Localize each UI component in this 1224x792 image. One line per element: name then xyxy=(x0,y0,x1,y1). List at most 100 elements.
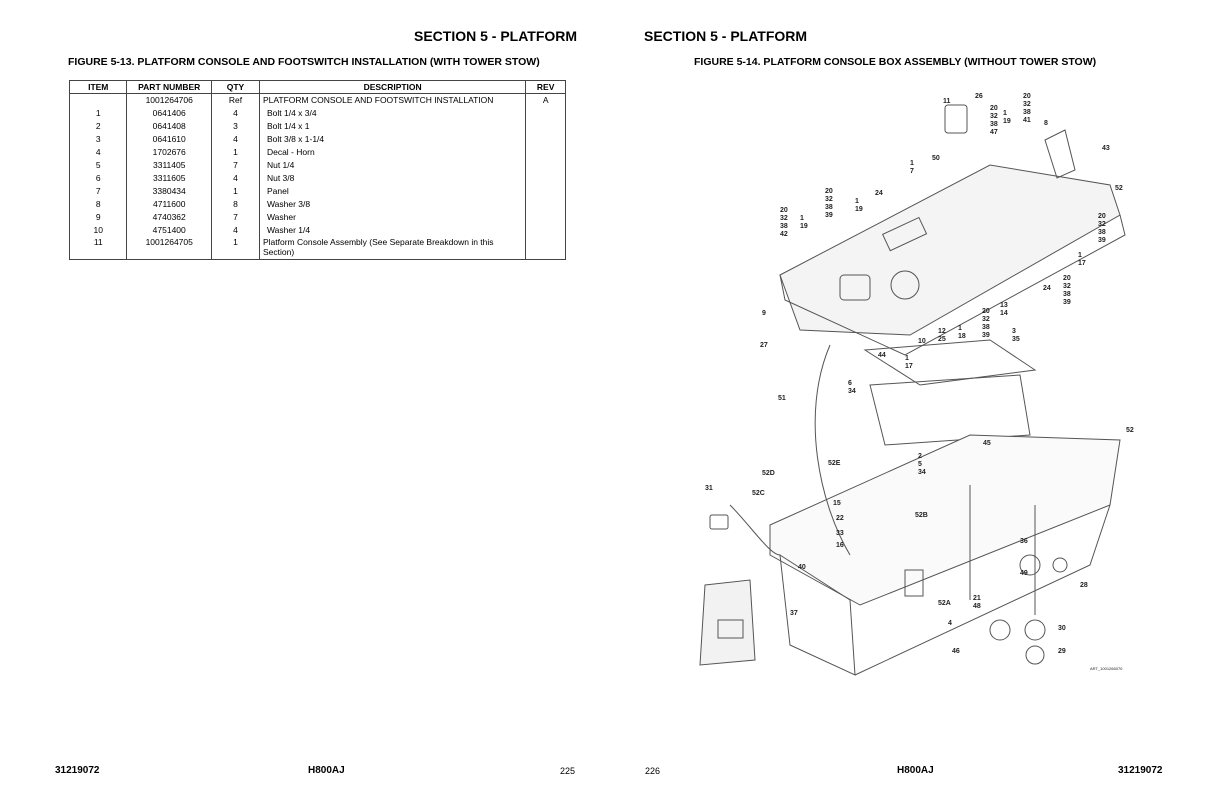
table-cell: Nut 1/4 xyxy=(258,159,527,172)
table-cell: Bolt 3/8 x 1-1/4 xyxy=(258,133,527,146)
table-cell xyxy=(525,198,566,211)
callout-label: 44 xyxy=(878,352,886,359)
callout-label: 9 xyxy=(762,310,766,317)
callout-label: 46 xyxy=(952,648,960,655)
table-cell xyxy=(525,185,566,198)
column-header: REV xyxy=(525,80,566,94)
callout-label: 27 xyxy=(760,342,768,349)
table-cell: 1 xyxy=(68,107,128,120)
table-cell: 3 xyxy=(68,133,128,146)
table-cell: 1 xyxy=(210,185,260,198)
callout-label: 16 xyxy=(836,542,844,549)
section-title-right: SECTION 5 - PLATFORM xyxy=(644,28,808,44)
column-header: PART NUMBER xyxy=(126,80,212,94)
callout-label: 37 xyxy=(790,610,798,617)
table-cell: 7 xyxy=(210,159,260,172)
footer-doc-number-right: 31219072 xyxy=(1118,765,1163,776)
table-cell: 4740362 xyxy=(126,211,212,224)
table-cell: 10 xyxy=(68,224,128,237)
table-cell: 4 xyxy=(210,172,260,185)
callout-label: 11 xyxy=(943,98,951,105)
table-cell: 1 xyxy=(210,237,260,260)
table-cell xyxy=(525,107,566,120)
table-cell: 0641408 xyxy=(126,120,212,133)
table-cell: Ref xyxy=(210,93,260,107)
table-cell: 7 xyxy=(210,211,260,224)
table-cell: 0641406 xyxy=(126,107,212,120)
callout-label: 31 xyxy=(705,485,713,492)
footer-model-right: H800AJ xyxy=(897,765,934,776)
table-cell xyxy=(525,159,566,172)
column-header: DESCRIPTION xyxy=(258,80,527,94)
callout-label: 28 xyxy=(1080,582,1088,589)
footer-doc-number-left: 31219072 xyxy=(55,765,100,776)
callout-label: 15 xyxy=(833,500,841,507)
callout-label: 4 xyxy=(948,620,952,627)
callout-label: 29 xyxy=(1058,648,1066,655)
callout-label: 33 xyxy=(836,530,844,537)
table-cell: 1 xyxy=(210,146,260,159)
callout-label: 52 xyxy=(1115,185,1123,192)
footer-model-left: H800AJ xyxy=(308,765,345,776)
table-cell xyxy=(525,133,566,146)
callout-label: 36 xyxy=(1020,538,1028,545)
table-cell: Washer 3/8 xyxy=(258,198,527,211)
table-cell xyxy=(525,172,566,185)
art-id: ART_1001266070 xyxy=(1090,666,1123,671)
callout-label: 24 xyxy=(875,190,883,197)
figure-title-right: FIGURE 5-14. PLATFORM CONSOLE BOX ASSEMB… xyxy=(694,56,1097,68)
section-title-left: SECTION 5 - PLATFORM xyxy=(414,28,578,44)
table-cell: 4 xyxy=(210,133,260,146)
table-cell: 4751400 xyxy=(126,224,212,237)
callout-label: 24 xyxy=(1043,285,1051,292)
table-cell: 7 xyxy=(68,185,128,198)
table-cell: A xyxy=(525,93,566,107)
table-cell: Bolt 1/4 x 1 xyxy=(258,120,527,133)
table-cell xyxy=(525,211,566,224)
callout-label: 8 xyxy=(1044,120,1048,127)
table-cell: 5 xyxy=(68,159,128,172)
table-cell: 2 xyxy=(68,120,128,133)
table-cell: 3311605 xyxy=(126,172,212,185)
column-header: ITEM xyxy=(68,80,128,94)
table-cell: 4 xyxy=(210,224,260,237)
figure-title-left: FIGURE 5-13. PLATFORM CONSOLE AND FOOTSW… xyxy=(68,56,540,68)
callout-label: 10 xyxy=(918,338,926,345)
diagram-drawing xyxy=(699,104,1126,676)
table-cell: Platform Console Assembly (See Separate … xyxy=(258,237,527,260)
table-cell: 1702676 xyxy=(126,146,212,159)
callout-label: 52 xyxy=(1126,427,1134,434)
table-cell: PLATFORM CONSOLE AND FOOTSWITCH INSTALLA… xyxy=(258,93,527,107)
callout-label: 52E xyxy=(828,460,841,467)
table-cell: 4 xyxy=(210,107,260,120)
table-cell: Decal - Horn xyxy=(258,146,527,159)
callout-label: 50 xyxy=(932,155,940,162)
table-cell xyxy=(525,120,566,133)
table-cell: Panel xyxy=(258,185,527,198)
table-cell: 4 xyxy=(68,146,128,159)
